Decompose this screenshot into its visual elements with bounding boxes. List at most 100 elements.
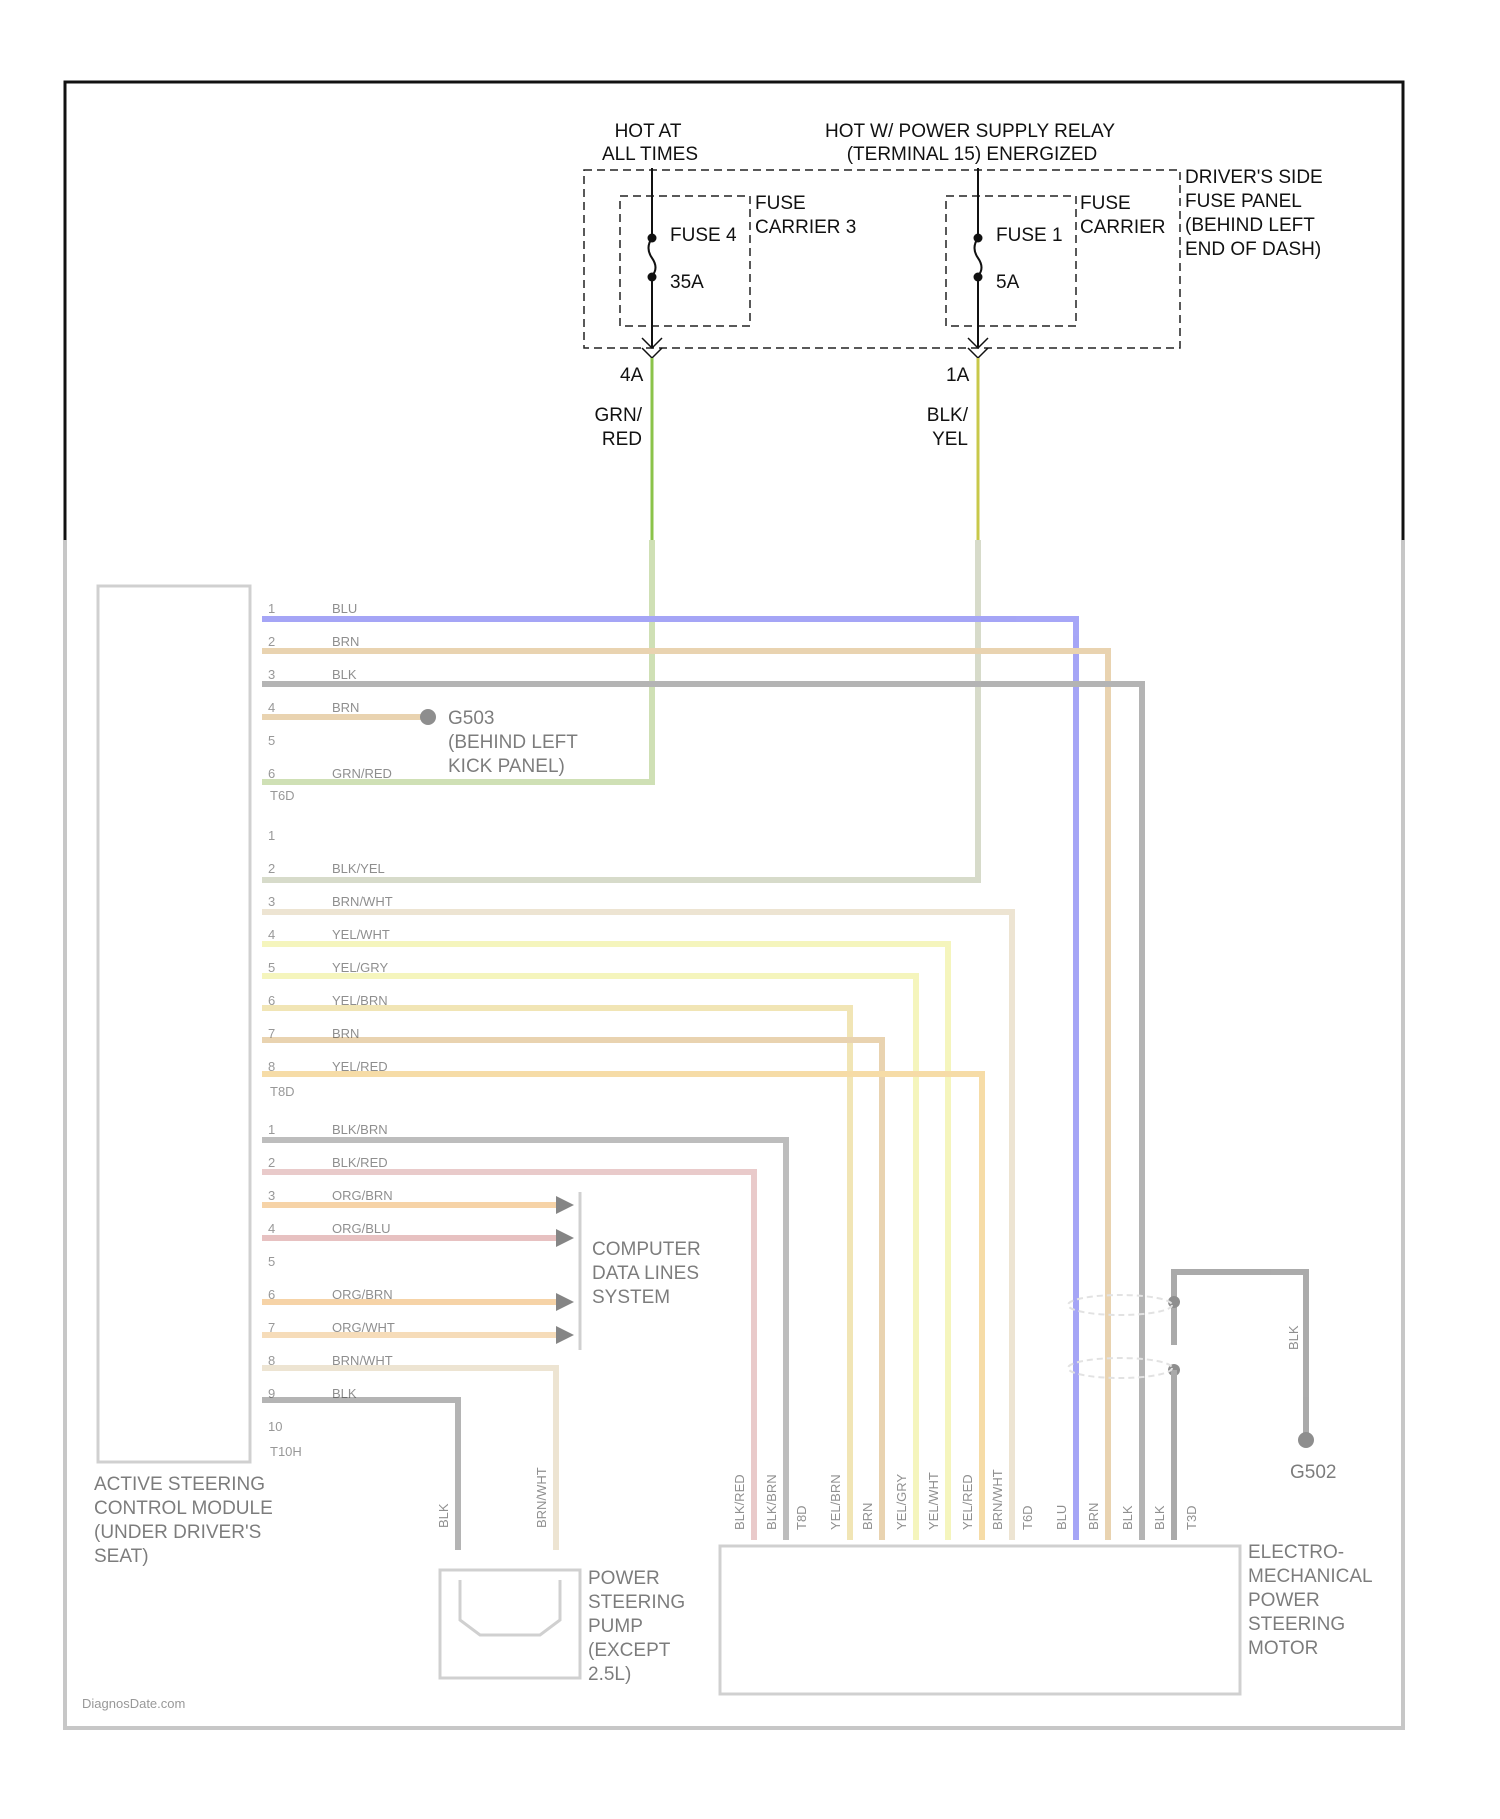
ground-g502-run xyxy=(1174,1272,1306,1436)
connector-c-wire-color-4: ORG/BLU xyxy=(332,1221,391,1236)
connector-c-pin-5: 5 xyxy=(268,1254,275,1269)
fuse-carrier-3-label-1: FUSE xyxy=(755,193,806,214)
pump-name-1: POWER xyxy=(588,1568,660,1589)
connector-a-wire-color-3: BLK xyxy=(332,667,357,682)
pump-wire-left-tag: BLK xyxy=(436,1503,451,1528)
motor-name-4: STEERING xyxy=(1248,1614,1345,1635)
motor-wire-tag: BRN xyxy=(860,1503,875,1530)
connector-a-pin-3: 3 xyxy=(268,667,275,682)
shield-1 xyxy=(1068,1295,1172,1315)
fuse-panel-name-1: DRIVER'S SIDE xyxy=(1185,167,1323,188)
connector-b-pin-3: 3 xyxy=(268,894,275,909)
pin-labels: 1BLU2BRN3BLK4BRN56GRN/RED12BLK/YEL3BRN/W… xyxy=(268,601,395,1434)
motor-wire-tag: T8D xyxy=(794,1505,809,1530)
connector-a-wire-color-6: GRN/RED xyxy=(332,766,392,781)
connector-c-pin-7: 7 xyxy=(268,1320,275,1335)
fuse-carrier-1-label-2: CARRIER xyxy=(1080,217,1166,238)
connector-c-name: T10H xyxy=(270,1444,302,1459)
fuse-1-rating: 5A xyxy=(996,272,1020,293)
motor-name-1: ELECTRO- xyxy=(1248,1542,1344,1563)
pump-name-2: STEERING xyxy=(588,1592,685,1613)
connector-c-pin-8: 8 xyxy=(268,1353,275,1368)
control-module-box xyxy=(98,586,250,1462)
arrow-data-2 xyxy=(556,1229,574,1247)
connector-b-wire-color-6: YEL/BRN xyxy=(332,993,388,1008)
connector-a-wire-color-4: BRN xyxy=(332,700,359,715)
module-name-3: (UNDER DRIVER'S xyxy=(94,1522,261,1543)
arrow-data-1 xyxy=(556,1196,574,1214)
motor-name-2: MECHANICAL xyxy=(1248,1566,1373,1587)
connector-c-wire-color-9: BLK xyxy=(332,1386,357,1401)
connector-b-pin-6: 6 xyxy=(268,993,275,1008)
connector-a-pin-2: 2 xyxy=(268,634,275,649)
computer-data-lines-3: SYSTEM xyxy=(592,1287,670,1308)
motor-wire-tag: BRN xyxy=(1086,1503,1101,1530)
motor-wire-tag: BRN/WHT xyxy=(990,1469,1005,1530)
fuse-carrier-1-outline xyxy=(946,196,1076,326)
shield-2 xyxy=(1068,1358,1172,1378)
fuse-4-rating: 35A xyxy=(670,272,704,293)
motor-wire-tag: BLK/BRN xyxy=(764,1474,779,1530)
hot-relay-line-1: HOT W/ POWER SUPPLY RELAY xyxy=(825,121,1115,142)
connector-c-pin-9: 9 xyxy=(268,1386,275,1401)
ground-left-loc-1: (BEHIND LEFT xyxy=(448,732,578,753)
ground-left-name: G503 xyxy=(448,708,494,729)
connector-b-wire-color-5: YEL/GRY xyxy=(332,960,388,975)
connector-a-pin-5: 5 xyxy=(268,733,275,748)
connector-a-pin-6: 6 xyxy=(268,766,275,781)
feed-wire-right-color-1: BLK/ xyxy=(927,405,969,426)
hot-at-all-times-line-2: ALL TIMES xyxy=(602,144,698,165)
connector-b-pin-1: 1 xyxy=(268,828,275,843)
ground-right-wire-tag: BLK xyxy=(1286,1325,1301,1350)
motor-wire-tag: YEL/BRN xyxy=(828,1474,843,1530)
connector-c-wire-color-7: ORG/WHT xyxy=(332,1320,395,1335)
connector-c-pin-2: 2 xyxy=(268,1155,275,1170)
connector-b-pin-5: 5 xyxy=(268,960,275,975)
fuse-carrier-3-label-2: CARRIER 3 xyxy=(755,217,856,238)
connector-b-wire-color-3: BRN/WHT xyxy=(332,894,393,909)
fuse-panel-name-2: FUSE PANEL xyxy=(1185,191,1302,212)
connector-c-pin-3: 3 xyxy=(268,1188,275,1203)
pump-name-5: 2.5L) xyxy=(588,1664,631,1685)
feed-wire-left-color-1: GRN/ xyxy=(595,405,643,426)
ground-right-name: G502 xyxy=(1290,1462,1336,1483)
fuse-panel-name-3: (BEHIND LEFT xyxy=(1185,215,1315,236)
connector-b-wire-color-8: YEL/RED xyxy=(332,1059,388,1074)
ground-g502-splice xyxy=(1298,1432,1314,1448)
connector-c-pin-10: 10 xyxy=(268,1419,282,1434)
motor-wire-tag: BLK xyxy=(1152,1505,1167,1530)
fuse-4-terminal: 4A xyxy=(620,365,644,386)
pump-name-3: PUMP xyxy=(588,1616,643,1637)
connector-b-name: T8D xyxy=(270,1084,295,1099)
connector-b-wire-color-7: BRN xyxy=(332,1026,359,1041)
connector-c-wire-color-1: BLK/BRN xyxy=(332,1122,388,1137)
lower-labels: T6D T8D T10H G503 (BEHIND LEFT KICK PANE… xyxy=(82,708,1373,1711)
connector-c-wire-color-3: ORG/BRN xyxy=(332,1188,393,1203)
motor-wire-tag: T6D xyxy=(1020,1505,1035,1530)
hot-relay-line-2: (TERMINAL 15) ENERGIZED xyxy=(847,144,1098,165)
blk-pump-run xyxy=(262,1400,458,1550)
connector-b-pin-4: 4 xyxy=(268,927,275,942)
fuse-1-terminal: 1A xyxy=(946,365,970,386)
motor-wire-tag: YEL/RED xyxy=(960,1474,975,1530)
fuse-1-label: FUSE 1 xyxy=(996,225,1063,246)
watermark: DiagnosDate.com xyxy=(82,1696,185,1711)
module-name-1: ACTIVE STEERING xyxy=(94,1474,265,1495)
computer-data-lines-2: DATA LINES xyxy=(592,1263,699,1284)
motor-name-5: MOTOR xyxy=(1248,1638,1318,1659)
motor-wire-tag: T3D xyxy=(1184,1505,1199,1530)
hot-at-all-times-line-1: HOT AT xyxy=(615,121,682,142)
feed-wire-right-color-2: YEL xyxy=(932,429,968,450)
connector-a-wire-color-1: BLU xyxy=(332,601,357,616)
connector-a-wire-color-2: BRN xyxy=(332,634,359,649)
connector-c-wire-color-2: BLK/RED xyxy=(332,1155,388,1170)
connector-a-name: T6D xyxy=(270,788,295,803)
connector-b-wire-color-4: YEL/WHT xyxy=(332,927,390,942)
motor-name-3: POWER xyxy=(1248,1590,1320,1611)
motor-wire-tag: BLU xyxy=(1054,1505,1069,1530)
motor-wire-tag: BLK/RED xyxy=(732,1474,747,1530)
connector-b-pin-2: 2 xyxy=(268,861,275,876)
